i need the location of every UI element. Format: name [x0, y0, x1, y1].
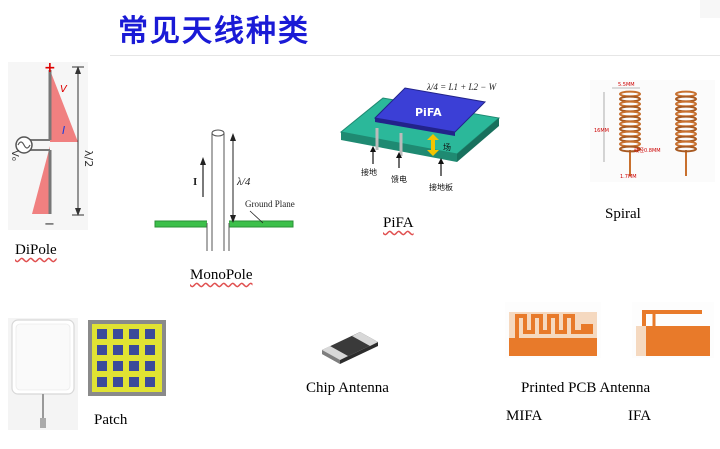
dipole-label: DiPole	[15, 242, 57, 258]
pcb-antenna-label: Printed PCB Antenna	[521, 380, 651, 396]
pifa-diagram: λ/4 = L1 + L2 − W PiFA 接地 馈电 场 接地板	[339, 82, 501, 192]
patch-element	[97, 345, 107, 355]
dipole-distribution-upper	[50, 70, 78, 142]
ifa-label: IFA	[628, 408, 652, 424]
spiral-coil-2	[675, 90, 697, 176]
chip-terminal-left	[322, 346, 348, 360]
spiral-dim-side: 16MM	[594, 128, 609, 134]
patch-element	[129, 345, 139, 355]
mifa-pcb-photo	[505, 302, 601, 358]
monopole-current-label: I	[193, 176, 197, 188]
ground-plane-pointer	[249, 210, 264, 224]
pifa-patch-text: PiFA	[415, 106, 442, 119]
spiral-dim-top: 5.5MM	[618, 82, 635, 88]
patch-element	[129, 361, 139, 371]
monopole-diagram: I λ/4 Ground Plane	[154, 129, 295, 251]
corner-decoration	[700, 0, 720, 18]
dipole-source-label: V₀	[9, 150, 20, 161]
dipole-plus-sign: +	[44, 60, 56, 76]
monopole-gap	[207, 220, 229, 228]
dipole-distribution-lower	[32, 146, 50, 214]
pifa-field-arrow	[427, 134, 439, 156]
patch-element	[97, 329, 107, 339]
mifa-label: MIFA	[506, 408, 543, 424]
mifa-meander-trace	[515, 314, 585, 338]
ground-plane-label: Ground Plane	[245, 199, 295, 209]
spiral-label: Spiral	[605, 206, 641, 222]
patch-enclosure-photo	[8, 318, 78, 430]
patch-element	[113, 377, 123, 387]
coil-turn	[675, 145, 697, 153]
patch-element	[145, 377, 155, 387]
pifa-ground-label: 接地	[361, 167, 377, 177]
spiral-dim-wire: 线径0.8MM	[634, 147, 661, 154]
chip-antenna-label: Chip Antenna	[306, 380, 389, 396]
patch-element	[97, 377, 107, 387]
pifa-patch	[373, 87, 487, 133]
coil-turn	[619, 145, 641, 153]
dipole-diagram: + − V I λ/2 V₀	[8, 60, 95, 232]
title-divider	[110, 55, 720, 56]
dipole-length-label: λ/2	[82, 150, 95, 167]
chip-terminal-right	[352, 332, 378, 346]
patch-element	[145, 329, 155, 339]
ifa-trace	[642, 310, 702, 326]
patch-element	[113, 329, 123, 339]
chip-antenna-photo	[322, 332, 378, 364]
monopole-top	[211, 129, 225, 137]
spiral-coil-1	[619, 90, 641, 176]
pifa-formula: λ/4 = L1 + L2 − W	[426, 82, 498, 92]
patch-elements	[97, 329, 155, 387]
spiral-diagram: 5.5MM 16MM 线径0.8MM 1.7MM	[590, 80, 715, 182]
pifa-field-label: 场	[443, 143, 451, 152]
patch-element	[145, 361, 155, 371]
dipole-minus-sign: −	[44, 217, 55, 232]
spiral-dim-bottom: 1.7MM	[620, 174, 637, 180]
dipole-current-label: I	[62, 124, 65, 137]
patch-element	[113, 361, 123, 371]
patch-label: Patch	[94, 412, 128, 428]
patch-array-photo	[88, 320, 166, 396]
pifa-ground-board-end	[457, 118, 499, 162]
pifa-feed-label: 馈电	[391, 174, 407, 184]
patch-element	[97, 361, 107, 371]
pifa-ground-plate-label: 接地板	[429, 182, 453, 192]
patch-element	[129, 377, 139, 387]
patch-element	[113, 345, 123, 355]
dipole-sine-icon	[17, 141, 31, 149]
page-title: 常见天线种类	[118, 14, 310, 49]
patch-element	[145, 345, 155, 355]
ifa-pcb-photo	[632, 302, 714, 358]
pifa-ground-board-side	[341, 132, 457, 162]
patch-element	[129, 329, 139, 339]
monopole-label: MonoPole	[190, 267, 253, 283]
pifa-label: PiFA	[383, 215, 414, 231]
dipole-voltage-label: V	[60, 84, 68, 95]
monopole-length-label: λ/4	[236, 176, 251, 188]
